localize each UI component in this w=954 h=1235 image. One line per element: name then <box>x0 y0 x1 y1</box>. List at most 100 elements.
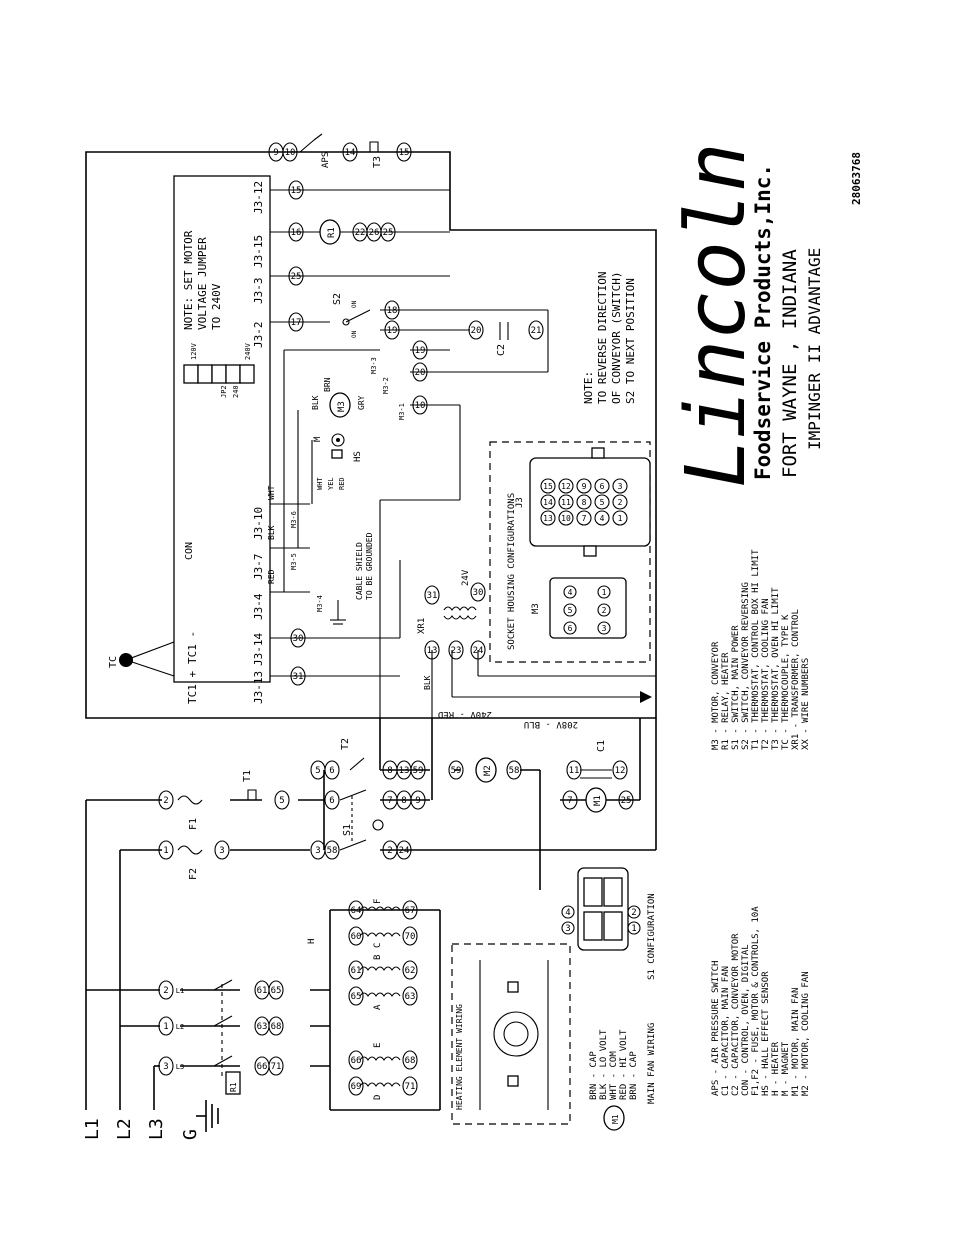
svg-text:1: 1 <box>618 514 623 523</box>
svg-text:4: 4 <box>565 908 570 918</box>
svg-text:CON: CON <box>184 542 195 560</box>
brand-block: Lincoln Foodservice Products,Inc. FORT W… <box>669 142 863 488</box>
svg-text:M3-6: M3-6 <box>290 511 298 528</box>
svg-text:13: 13 <box>427 646 438 656</box>
svg-text:12: 12 <box>561 482 571 491</box>
svg-text:23: 23 <box>451 646 462 656</box>
svg-text:8: 8 <box>582 498 587 507</box>
svg-text:15: 15 <box>543 482 553 491</box>
socket-housing-title: SOCKET HOUSING CONFIGURATIONS <box>507 493 517 650</box>
svg-text:H - HEATER: H - HEATER <box>771 1041 781 1096</box>
svg-text:65: 65 <box>351 992 362 1002</box>
t1-thermostat: T1 <box>240 770 262 801</box>
svg-text:12: 12 <box>615 766 626 776</box>
svg-text:M3: M3 <box>337 401 347 412</box>
svg-text:J3-7: J3-7 <box>252 554 265 581</box>
svg-text:F: F <box>373 899 383 904</box>
svg-text:TC - THERMOCOUPLE, TYPE K: TC - THERMOCOUPLE, TYPE K <box>781 614 791 750</box>
svg-text:1: 1 <box>163 846 168 856</box>
svg-text:BLK: BLK <box>423 675 432 690</box>
svg-text:JP2: JP2 <box>220 385 228 398</box>
svg-text:4: 4 <box>568 588 573 597</box>
svg-text:31: 31 <box>427 591 438 601</box>
svg-text:19: 19 <box>387 326 398 336</box>
svg-text:SOCKET HOUSING CONFIGURATIONS: SOCKET HOUSING CONFIGURATIONS <box>507 493 517 650</box>
main-fan-wiring: M1 BRN - CAP BLK - LO VOLT WHT - COM RED… <box>589 1023 657 1131</box>
svg-text:69: 69 <box>351 1082 362 1092</box>
svg-text:G: G <box>180 1129 201 1140</box>
svg-text:67: 67 <box>405 906 416 916</box>
wire-number-circles-mid: 2 1 5 3 5 6 8 13 59 59 58 6 7 8 9 3 58 2… <box>158 760 634 860</box>
svg-text:J3-2: J3-2 <box>252 322 265 349</box>
svg-text:71: 71 <box>405 1082 416 1092</box>
svg-text:BRN - CAP: BRN - CAP <box>629 1051 639 1100</box>
svg-text:M: M <box>313 436 323 442</box>
svg-text:3: 3 <box>565 924 570 934</box>
svg-text:YEL: YEL <box>327 477 335 490</box>
svg-text:M1: M1 <box>593 795 603 806</box>
svg-text:T2 - THERMOSTAT, COOLING FAN: T2 - THERMOSTAT, COOLING FAN <box>761 598 771 750</box>
svg-text:E: E <box>373 1043 383 1048</box>
svg-text:FORT WAYNE , INDIANA: FORT WAYNE , INDIANA <box>779 249 801 478</box>
arrow-208v <box>640 691 652 703</box>
svg-text:HS: HS <box>353 451 363 462</box>
svg-text:61: 61 <box>351 966 362 976</box>
svg-text:65: 65 <box>271 986 282 996</box>
svg-text:59: 59 <box>451 766 462 776</box>
svg-text:18: 18 <box>387 306 398 316</box>
svg-text:BRN: BRN <box>323 377 332 392</box>
svg-text:2: 2 <box>163 986 168 996</box>
t2-thermostat: T2 <box>340 738 365 771</box>
svg-text:63: 63 <box>405 992 416 1002</box>
svg-text:62: 62 <box>405 966 416 976</box>
power-buses <box>85 718 657 1111</box>
svg-text:Foodservice Products,Inc.: Foodservice Products,Inc. <box>751 164 775 480</box>
svg-text:OF CONVEYOR (SWITCH): OF CONVEYOR (SWITCH) <box>610 272 623 404</box>
brand-subtitle: Foodservice Products,Inc. <box>751 164 775 480</box>
svg-text:ON: ON <box>351 300 358 308</box>
svg-text:10: 10 <box>285 148 296 158</box>
svg-text:J3: J3 <box>515 497 525 508</box>
s1-switch: S1 <box>339 789 384 851</box>
svg-text:30: 30 <box>473 588 484 598</box>
svg-text:25: 25 <box>291 272 302 282</box>
schematic-rotated: CON J3-12 J3-15 J3-3 J3-2 J3-10 J3-7 J3-… <box>85 133 657 729</box>
svg-text:C: C <box>373 943 383 948</box>
svg-text:M3-5: M3-5 <box>290 553 298 570</box>
svg-text:64: 64 <box>351 906 362 916</box>
svg-text:15: 15 <box>399 148 410 158</box>
svg-text:66: 66 <box>351 1056 362 1066</box>
svg-text:T3: T3 <box>372 156 383 168</box>
svg-text:59: 59 <box>413 766 424 776</box>
svg-text:BLK: BLK <box>311 395 320 410</box>
svg-text:APS - AIR PRESSURE SWITCH: APS - AIR PRESSURE SWITCH <box>711 961 721 1096</box>
svg-text:17: 17 <box>291 318 302 328</box>
svg-text:71: 71 <box>271 1062 282 1072</box>
svg-text:WHT: WHT <box>267 485 276 500</box>
svg-text:13: 13 <box>543 514 553 523</box>
svg-text:3: 3 <box>315 846 320 856</box>
svg-text:J3-15: J3-15 <box>252 235 265 268</box>
svg-text:25: 25 <box>383 228 394 238</box>
svg-text:L2: L2 <box>176 1023 184 1031</box>
svg-text:3: 3 <box>602 624 607 633</box>
svg-text:NOTE:: NOTE: <box>582 371 595 404</box>
tap-labels: 240V - RED 208V - BLU <box>438 709 578 729</box>
brand-city: FORT WAYNE , INDIANA <box>779 249 801 478</box>
j3-socket: 15 14 13 12 11 10 9 8 7 6 5 4 3 2 1 J3 <box>515 447 651 557</box>
svg-text:66: 66 <box>257 1062 268 1072</box>
svg-text:R1: R1 <box>229 1082 238 1092</box>
svg-text:XX - WIRE NUMBERS: XX - WIRE NUMBERS <box>801 658 811 750</box>
heater-elements: A B C D E F H <box>307 899 401 1100</box>
svg-text:2: 2 <box>387 846 392 856</box>
wire-top-loop <box>85 151 657 719</box>
m3-cable-labels: M3-6 M3-5 M3-4 M3-1 M3-2 M3-3 WHT BLK RE… <box>267 357 406 612</box>
svg-text:S2: S2 <box>332 293 343 305</box>
svg-text:T1: T1 <box>242 770 253 782</box>
heating-element-box <box>451 943 571 1125</box>
svg-text:M3 - MOTOR, CONVEYOR: M3 - MOTOR, CONVEYOR <box>711 641 721 750</box>
svg-text:CON - CONTROL, OVEN, DIGITAL: CON - CONTROL, OVEN, DIGITAL <box>741 944 751 1096</box>
svg-text:S1: S1 <box>342 824 353 836</box>
svg-text:240: 240 <box>232 385 240 398</box>
svg-text:15: 15 <box>291 186 302 196</box>
